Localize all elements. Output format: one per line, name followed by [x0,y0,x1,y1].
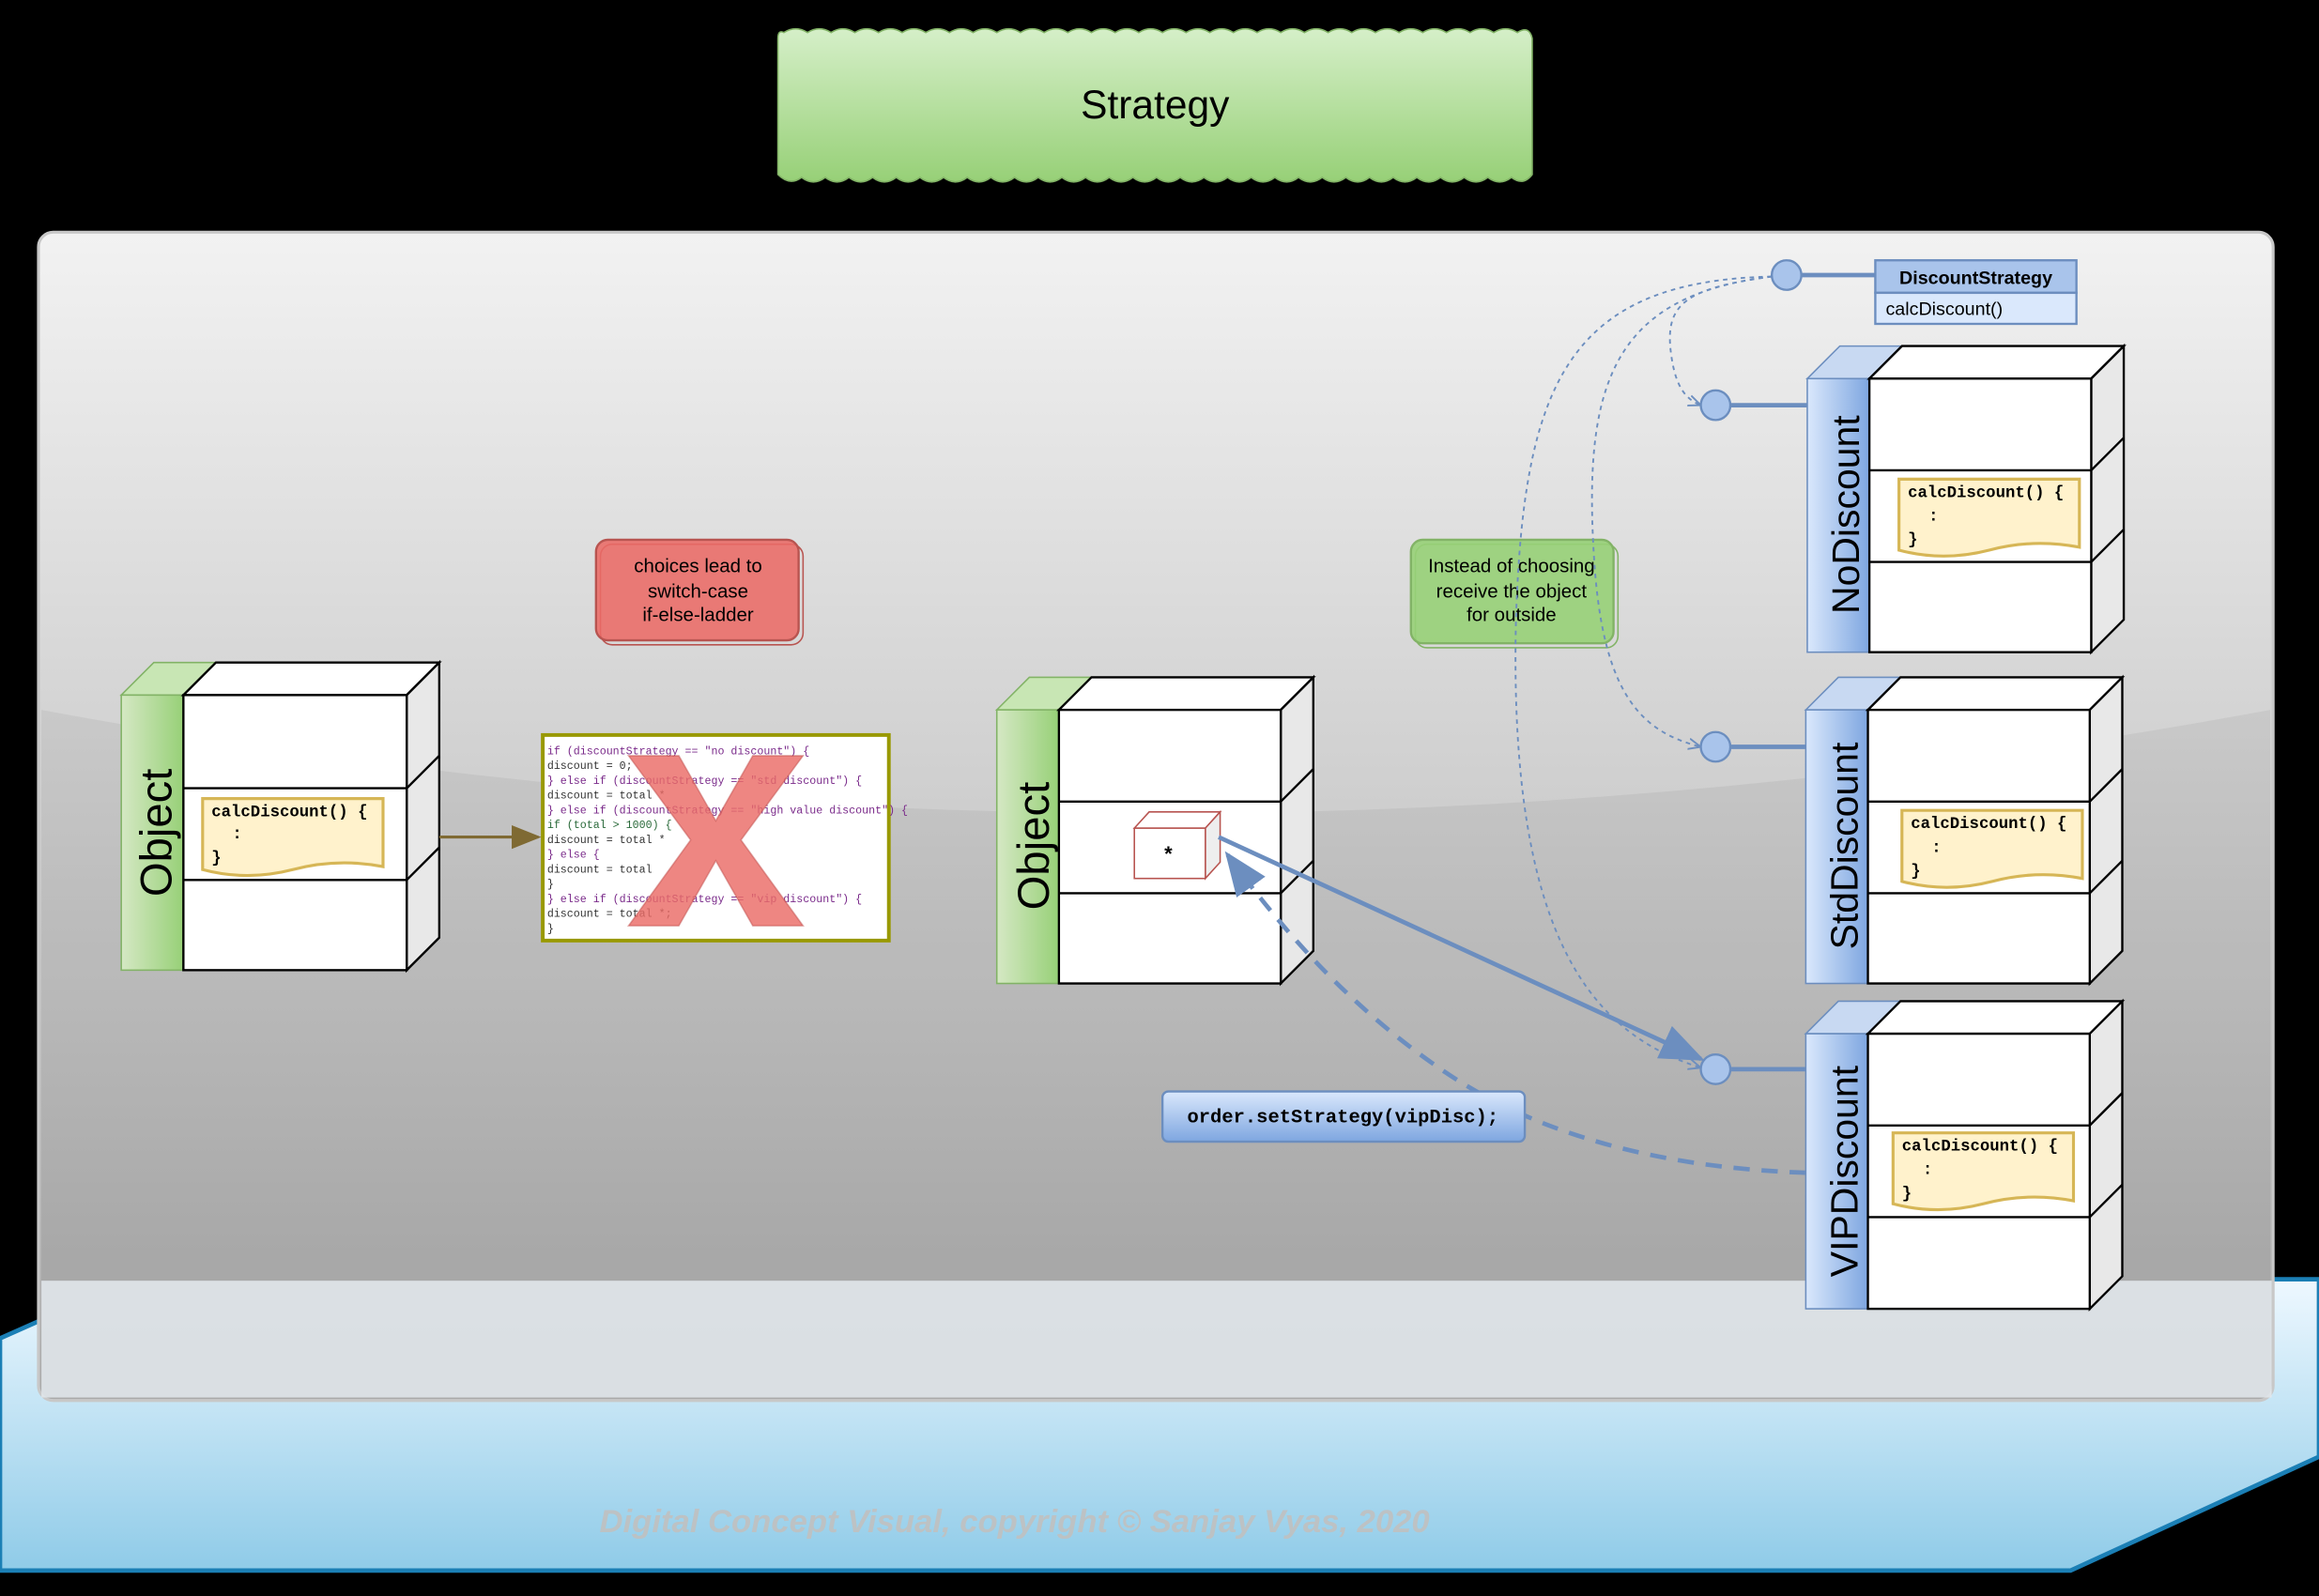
code-line-7: discount = total * [547,835,666,847]
vip-discount-method-card: calcDiscount() { : } [1891,1131,2076,1212]
code-line-13: } [547,923,554,935]
interface-method: calcDiscount() [1885,299,2003,320]
choices-note-line-3: if-else-ladder [642,605,753,626]
discount-strategy-interface: DiscountStrategy calcDiscount() [1770,259,2078,326]
set-strategy-call-text: order.setStrategy(vipDisc); [1187,1108,1498,1129]
method-signature: calcDiscount() { [211,805,367,822]
code-line-10: } [547,879,554,891]
set-strategy-call-label: order.setStrategy(vipDisc); [1160,1090,1527,1143]
code-snippet-box: if (discountStrategy == "no discount") {… [541,732,908,943]
method-close: } [1902,1186,1912,1204]
code-line-9: discount = total [547,864,653,876]
choices-note-line-1: choices lead to [634,556,762,577]
code-line-8: } else { [547,850,600,862]
left-object-label: Object [132,769,182,898]
code-line-4: discount = total * [547,790,666,803]
no-discount-port-icon [1699,389,1732,422]
code-line-6: if (total > 1000) { [547,820,672,832]
method-close: } [211,850,221,867]
std-discount-label: StdDiscount [1823,742,1866,949]
code-line-2: discount = 0; [547,760,633,773]
method-signature: calcDiscount() { [1902,1139,2058,1157]
set-strategy-arrow [1224,851,1806,1175]
slot-to-vip-arrow [1218,835,1705,1062]
instead-note-line-2: receive the object [1436,580,1588,602]
code-line-11: } else if (discountStrategy == "vip disc… [547,894,862,906]
vip-discount-label: VIPDiscount [1823,1065,1866,1277]
center-object-box: Object * [994,674,1316,987]
method-close: } [1911,864,1920,882]
method-close: } [1908,532,1917,550]
no-discount-method-card: calcDiscount() { : } [1897,477,2081,558]
no-discount-label: NoDiscount [1824,415,1867,614]
interface-name: DiscountStrategy [1899,268,2052,288]
choices-note: choices lead to switch-case if-else-ladd… [594,538,805,646]
method-signature: calcDiscount() { [1908,484,2064,502]
code-line-1: if (discountStrategy == "no discount") { [547,745,809,758]
instead-note: Instead of choosing receive the object f… [1409,538,1620,649]
method-body: : [1923,1162,1932,1180]
left-object-box: Object calcDiscount() { : } [119,659,442,974]
std-discount-port-icon [1699,730,1732,763]
vip-discount-port-icon [1699,1052,1732,1085]
left-method-card: calcDiscount() { : } [201,797,385,878]
center-object-label: Object [1009,782,1059,911]
std-discount-method-card: calcDiscount() { : } [1900,808,2084,889]
copyright-text: Digital Concept Visual, copyright © Sanj… [600,1504,1430,1540]
method-body: : [1931,839,1941,857]
method-body: : [1928,508,1938,526]
page-title: Strategy [1081,83,1230,128]
cross-out-icon [626,755,805,927]
no-discount-box: NoDiscount calcDiscount() { : } [1699,343,2127,655]
title-banner: Strategy [776,27,1533,183]
choices-note-line-2: switch-case [648,580,748,602]
std-discount-box: StdDiscount calcDiscount() { : } [1699,674,2126,987]
strategy-slot-cube: * [1132,809,1222,881]
method-signature: calcDiscount() { [1911,816,2066,834]
code-line-3: } else if (discountStrategy == "std disc… [547,775,862,788]
implements-connectors [1514,275,1773,1068]
instead-note-line-3: for outside [1467,605,1557,626]
instead-note-line-1: Instead of choosing [1428,556,1595,577]
method-body: : [232,826,241,844]
strategy-slot-symbol: * [1164,842,1173,866]
